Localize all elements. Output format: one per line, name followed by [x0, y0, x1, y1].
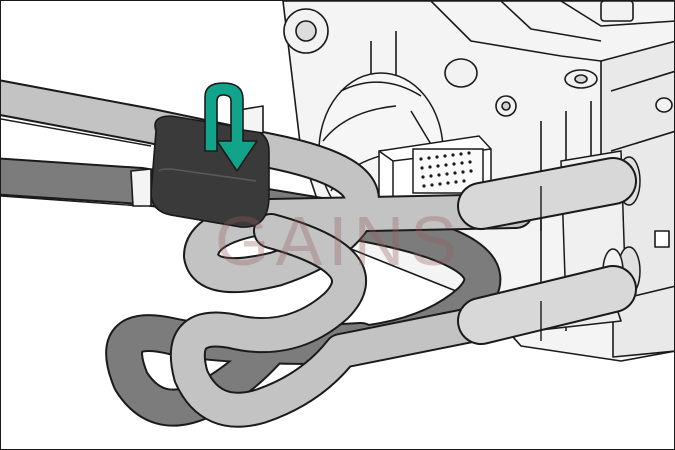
rotation-arrow-icon: [204, 82, 258, 172]
power-cable-light-grey: [1, 79, 637, 294]
power-cable-light-grey-lower: [169, 213, 637, 428]
